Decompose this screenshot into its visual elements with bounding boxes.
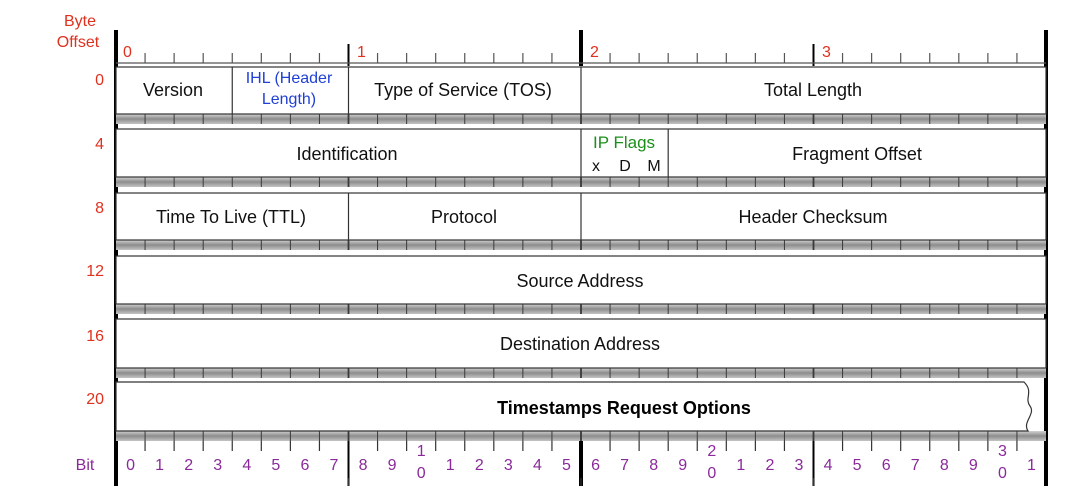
options-row <box>115 381 1032 432</box>
flag-d: D <box>619 158 631 175</box>
bit-number-1: 1 <box>155 457 164 474</box>
field-fragment-offset: Fragment Offset <box>792 144 922 164</box>
field-source-address: Source Address <box>516 271 643 291</box>
bit-number-20-bottom: 0 <box>707 465 716 482</box>
bit-number-19: 9 <box>678 457 687 474</box>
field-ihl-line2: Length) <box>262 91 316 108</box>
bit-number-17: 7 <box>620 457 629 474</box>
field-protocol: Protocol <box>431 207 497 227</box>
row-offset-20: 20 <box>86 391 104 408</box>
bit-number-24: 4 <box>824 457 833 474</box>
bit-number-21: 1 <box>736 457 745 474</box>
bit-number-20-top: 2 <box>707 443 716 460</box>
bit-number-9: 9 <box>388 457 397 474</box>
field-tos: Type of Service (TOS) <box>374 80 552 100</box>
bit-number-30-top: 3 <box>998 443 1007 460</box>
bit-number-0: 0 <box>126 457 135 474</box>
flag-m: M <box>647 158 660 175</box>
bit-number-28: 8 <box>940 457 949 474</box>
bit-number-10-bottom: 0 <box>417 465 426 482</box>
bit-number-7: 7 <box>330 457 339 474</box>
bit-number-25: 5 <box>853 457 862 474</box>
row-offset-0: 0 <box>95 72 104 89</box>
field-ttl: Time To Live (TTL) <box>156 207 306 227</box>
byte-number-2: 2 <box>590 44 599 61</box>
bit-number-11: 1 <box>446 457 455 474</box>
field-total-length: Total Length <box>764 80 862 100</box>
top-ruler <box>116 53 1046 64</box>
field-options: Timestamps Request Options <box>497 398 751 418</box>
row-offset-12: 12 <box>86 263 104 280</box>
field-identification: Identification <box>296 144 397 164</box>
header-row-4 <box>115 318 1047 369</box>
row-offset-16: 16 <box>86 328 104 345</box>
bit-number-30-bottom: 0 <box>998 465 1007 482</box>
field-version: Version <box>143 80 203 100</box>
header-rows <box>115 66 1047 432</box>
bit-number-13: 3 <box>504 457 513 474</box>
row-offset-4: 4 <box>95 136 104 153</box>
bit-number-23: 3 <box>795 457 804 474</box>
bit-number-22: 2 <box>765 457 774 474</box>
bit-number-10-top: 1 <box>417 443 426 460</box>
byte-number-0: 0 <box>123 44 132 61</box>
bit-number-5: 5 <box>271 457 280 474</box>
bit-number-18: 8 <box>649 457 658 474</box>
offset-heading: Offset <box>57 34 100 51</box>
separator-bands <box>116 114 1046 441</box>
byte-heading: Byte <box>64 13 96 30</box>
bit-number-29: 9 <box>969 457 978 474</box>
field-destination-address: Destination Address <box>500 334 660 354</box>
bit-number-31: 1 <box>1027 457 1036 474</box>
field-header-checksum: Header Checksum <box>738 207 887 227</box>
bit-number-16: 6 <box>591 457 600 474</box>
field-ihl-line1: IHL (Header <box>246 70 333 87</box>
bit-number-15: 5 <box>562 457 571 474</box>
bit-number-4: 4 <box>242 457 251 474</box>
row-offset-8: 8 <box>95 200 104 217</box>
byte-number-1: 1 <box>357 44 366 61</box>
flag-x: x <box>592 158 600 175</box>
bit-number-12: 2 <box>475 457 484 474</box>
header-row-3 <box>115 255 1047 305</box>
bit-heading: Bit <box>76 457 95 474</box>
bit-number-27: 7 <box>911 457 920 474</box>
bit-number-6: 6 <box>300 457 309 474</box>
bit-number-8: 8 <box>359 457 368 474</box>
bit-number-3: 3 <box>213 457 222 474</box>
field-ip-flags: IP Flags <box>593 133 655 152</box>
bit-number-14: 4 <box>533 457 542 474</box>
byte-number-3: 3 <box>822 44 831 61</box>
bit-number-2: 2 <box>184 457 193 474</box>
bit-number-26: 6 <box>882 457 891 474</box>
